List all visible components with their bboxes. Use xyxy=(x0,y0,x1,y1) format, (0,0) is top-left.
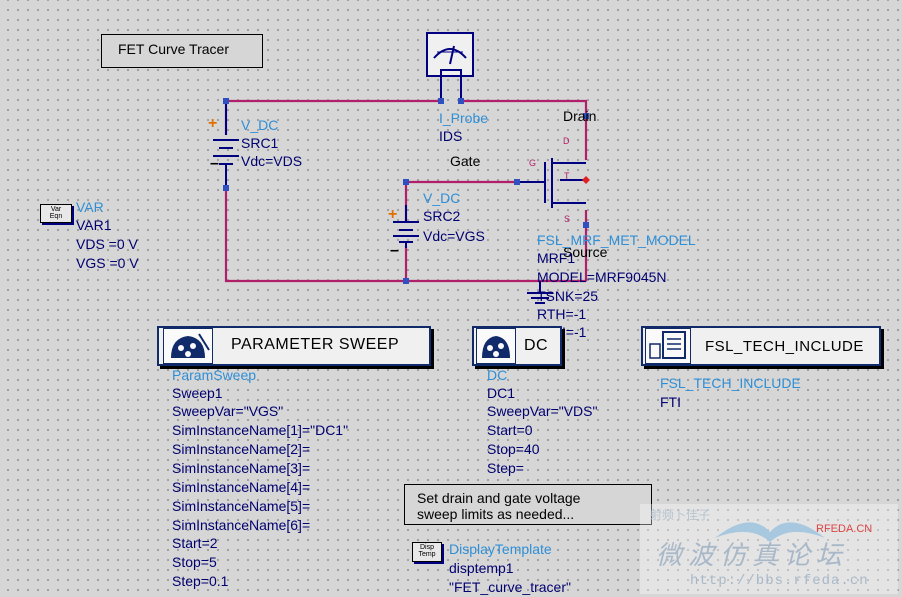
dc-sim-type: DC xyxy=(487,367,508,383)
src1-param[interactable]: Vdc=VDS xyxy=(241,153,303,169)
pin-src2-plus xyxy=(403,179,409,185)
src2-name: SRC2 xyxy=(423,208,461,224)
param-sweep-icon xyxy=(163,328,213,364)
limits-note[interactable]: Set drain and gate voltage sweep limits … xyxy=(404,484,652,525)
var-eqn-icon[interactable]: Var Eqn xyxy=(40,204,72,223)
fet-pin-d: D xyxy=(563,136,570,146)
fet-pin-t: T xyxy=(564,171,570,181)
pin-src1-plus xyxy=(223,98,229,104)
var-icon-line1: Var xyxy=(50,206,62,213)
limits-note-line1: Set drain and gate voltage xyxy=(417,490,581,506)
pin-src2-minus xyxy=(403,278,409,284)
dc-sim-block[interactable]: DC xyxy=(472,326,562,366)
src2-plus-sign: + xyxy=(388,206,398,223)
tech-include-block[interactable]: FSL_TECH_INCLUDE xyxy=(641,326,881,366)
var-icon-line2: Eqn xyxy=(49,213,63,220)
pin-source xyxy=(583,222,589,228)
tech-include-title: FSL_TECH_INCLUDE xyxy=(705,338,864,355)
dc-sim-param-3[interactable]: Stop=40 xyxy=(487,441,540,457)
param-sweep-param-6[interactable]: SimInstanceName[5]= xyxy=(172,498,311,514)
wire-src1-bottom xyxy=(224,188,586,283)
probe-meter-symbol xyxy=(426,32,474,101)
src2-minus-sign: – xyxy=(390,242,399,259)
param-sweep-param-9[interactable]: Stop=5 xyxy=(172,554,217,570)
tech-include-name: FTI xyxy=(660,394,681,410)
watermark-bird-icon xyxy=(715,522,825,542)
src1-minus-sign: – xyxy=(210,155,219,172)
watermark-brand: RFEDA.CN xyxy=(816,523,873,535)
probe-type: I_Probe xyxy=(439,110,489,126)
param-sweep-param-0: Sweep1 xyxy=(172,385,223,401)
watermark: 射频卜佳子 RFEDA.CN 微波仿真论坛 http://bbs.rfeda.c… xyxy=(640,504,898,594)
dc-sim-param-1[interactable]: SweepVar="VDS" xyxy=(487,403,598,419)
param-sweep-param-10[interactable]: Step=0.1 xyxy=(172,573,229,589)
fet-param-0: MRF1 xyxy=(537,250,576,266)
pin-thermal xyxy=(582,176,590,184)
dc-sim-param-2[interactable]: Start=0 xyxy=(487,422,533,438)
tech-include-type: FSL_TECH_INCLUDE xyxy=(660,375,801,391)
watermark-cn-text: 微波仿真论坛 xyxy=(656,540,849,570)
src2-param[interactable]: Vdc=VGS xyxy=(423,228,485,244)
pin-probe-in xyxy=(438,98,444,104)
disp-icon-line1: Disp xyxy=(419,544,434,551)
fet-source-label: Source xyxy=(563,244,608,260)
param-sweep-param-5[interactable]: SimInstanceName[4]= xyxy=(172,479,311,495)
wire-probe-drain xyxy=(461,99,588,160)
fet-drain-label: Drain xyxy=(563,108,597,124)
var-type: VAR xyxy=(76,199,104,215)
fet-gate-label: Gate xyxy=(450,153,481,169)
pin-gate xyxy=(514,179,520,185)
fet-symbol xyxy=(517,158,586,208)
var-vds[interactable]: VDS =0 V xyxy=(76,236,138,252)
display-template-name: disptemp1 xyxy=(449,560,514,576)
param-sweep-type: ParamSweep xyxy=(172,367,257,383)
display-template-value[interactable]: "FET_curve_tracer" xyxy=(449,579,571,595)
param-sweep-param-7[interactable]: SimInstanceName[6]= xyxy=(172,517,311,533)
limits-note-line2: sweep limits as needed... xyxy=(417,506,575,522)
src1-plus-sign: + xyxy=(208,115,218,132)
src2-type: V_DC xyxy=(423,190,461,206)
param-sweep-param-1[interactable]: SweepVar="VGS" xyxy=(172,403,284,419)
var-name: VAR1 xyxy=(76,217,112,233)
fet-pin-s: S xyxy=(564,214,571,224)
param-sweep-param-2[interactable]: SimInstanceName[1]="DC1" xyxy=(172,422,349,438)
fet-type: FSL_MRF_MET_MODEL xyxy=(537,232,696,248)
disp-temp-icon[interactable]: Disp Temp xyxy=(412,542,442,562)
title-note-text: FET Curve Tracer xyxy=(118,41,229,57)
display-template-type: DisplayTemplate xyxy=(449,541,552,557)
fet-param-3[interactable]: RTH=-1 xyxy=(537,306,587,322)
dc-sim-param-4[interactable]: Step= xyxy=(487,460,524,476)
title-note[interactable]: FET Curve Tracer xyxy=(101,34,263,68)
ground-symbol xyxy=(527,281,553,304)
fet-param-1[interactable]: MODEL=MRF9045N xyxy=(537,269,667,285)
tech-include-icon xyxy=(645,328,691,364)
src1-name: SRC1 xyxy=(241,135,279,151)
pin-drain xyxy=(583,113,589,119)
dc-sim-icon xyxy=(476,328,516,364)
fet-pin-g: G xyxy=(529,158,537,168)
param-sweep-param-8[interactable]: Start=2 xyxy=(172,535,218,551)
param-sweep-param-3[interactable]: SimInstanceName[2]= xyxy=(172,441,311,457)
param-sweep-block[interactable]: PARAMETER SWEEP xyxy=(157,326,431,366)
dc-sim-title: DC xyxy=(524,337,549,354)
watermark-small-cn: 射频卜佳子 xyxy=(650,508,711,522)
fet-param-2[interactable]: TSNK=25 xyxy=(537,288,599,304)
param-sweep-title: PARAMETER SWEEP xyxy=(231,336,400,353)
param-sweep-param-4[interactable]: SimInstanceName[3]= xyxy=(172,460,311,476)
pin-src1-minus xyxy=(223,185,229,191)
probe-name: IDS xyxy=(439,128,463,144)
disp-icon-line2: Temp xyxy=(418,551,436,558)
pin-probe-out xyxy=(458,98,464,104)
dc-sim-param-0: DC1 xyxy=(487,385,516,401)
src2-battery-symbol xyxy=(393,205,419,248)
var-vgs[interactable]: VGS =0 V xyxy=(76,255,139,271)
src1-type: V_DC xyxy=(241,117,279,133)
watermark-url: http://bbs.rfeda.cn xyxy=(690,573,869,589)
